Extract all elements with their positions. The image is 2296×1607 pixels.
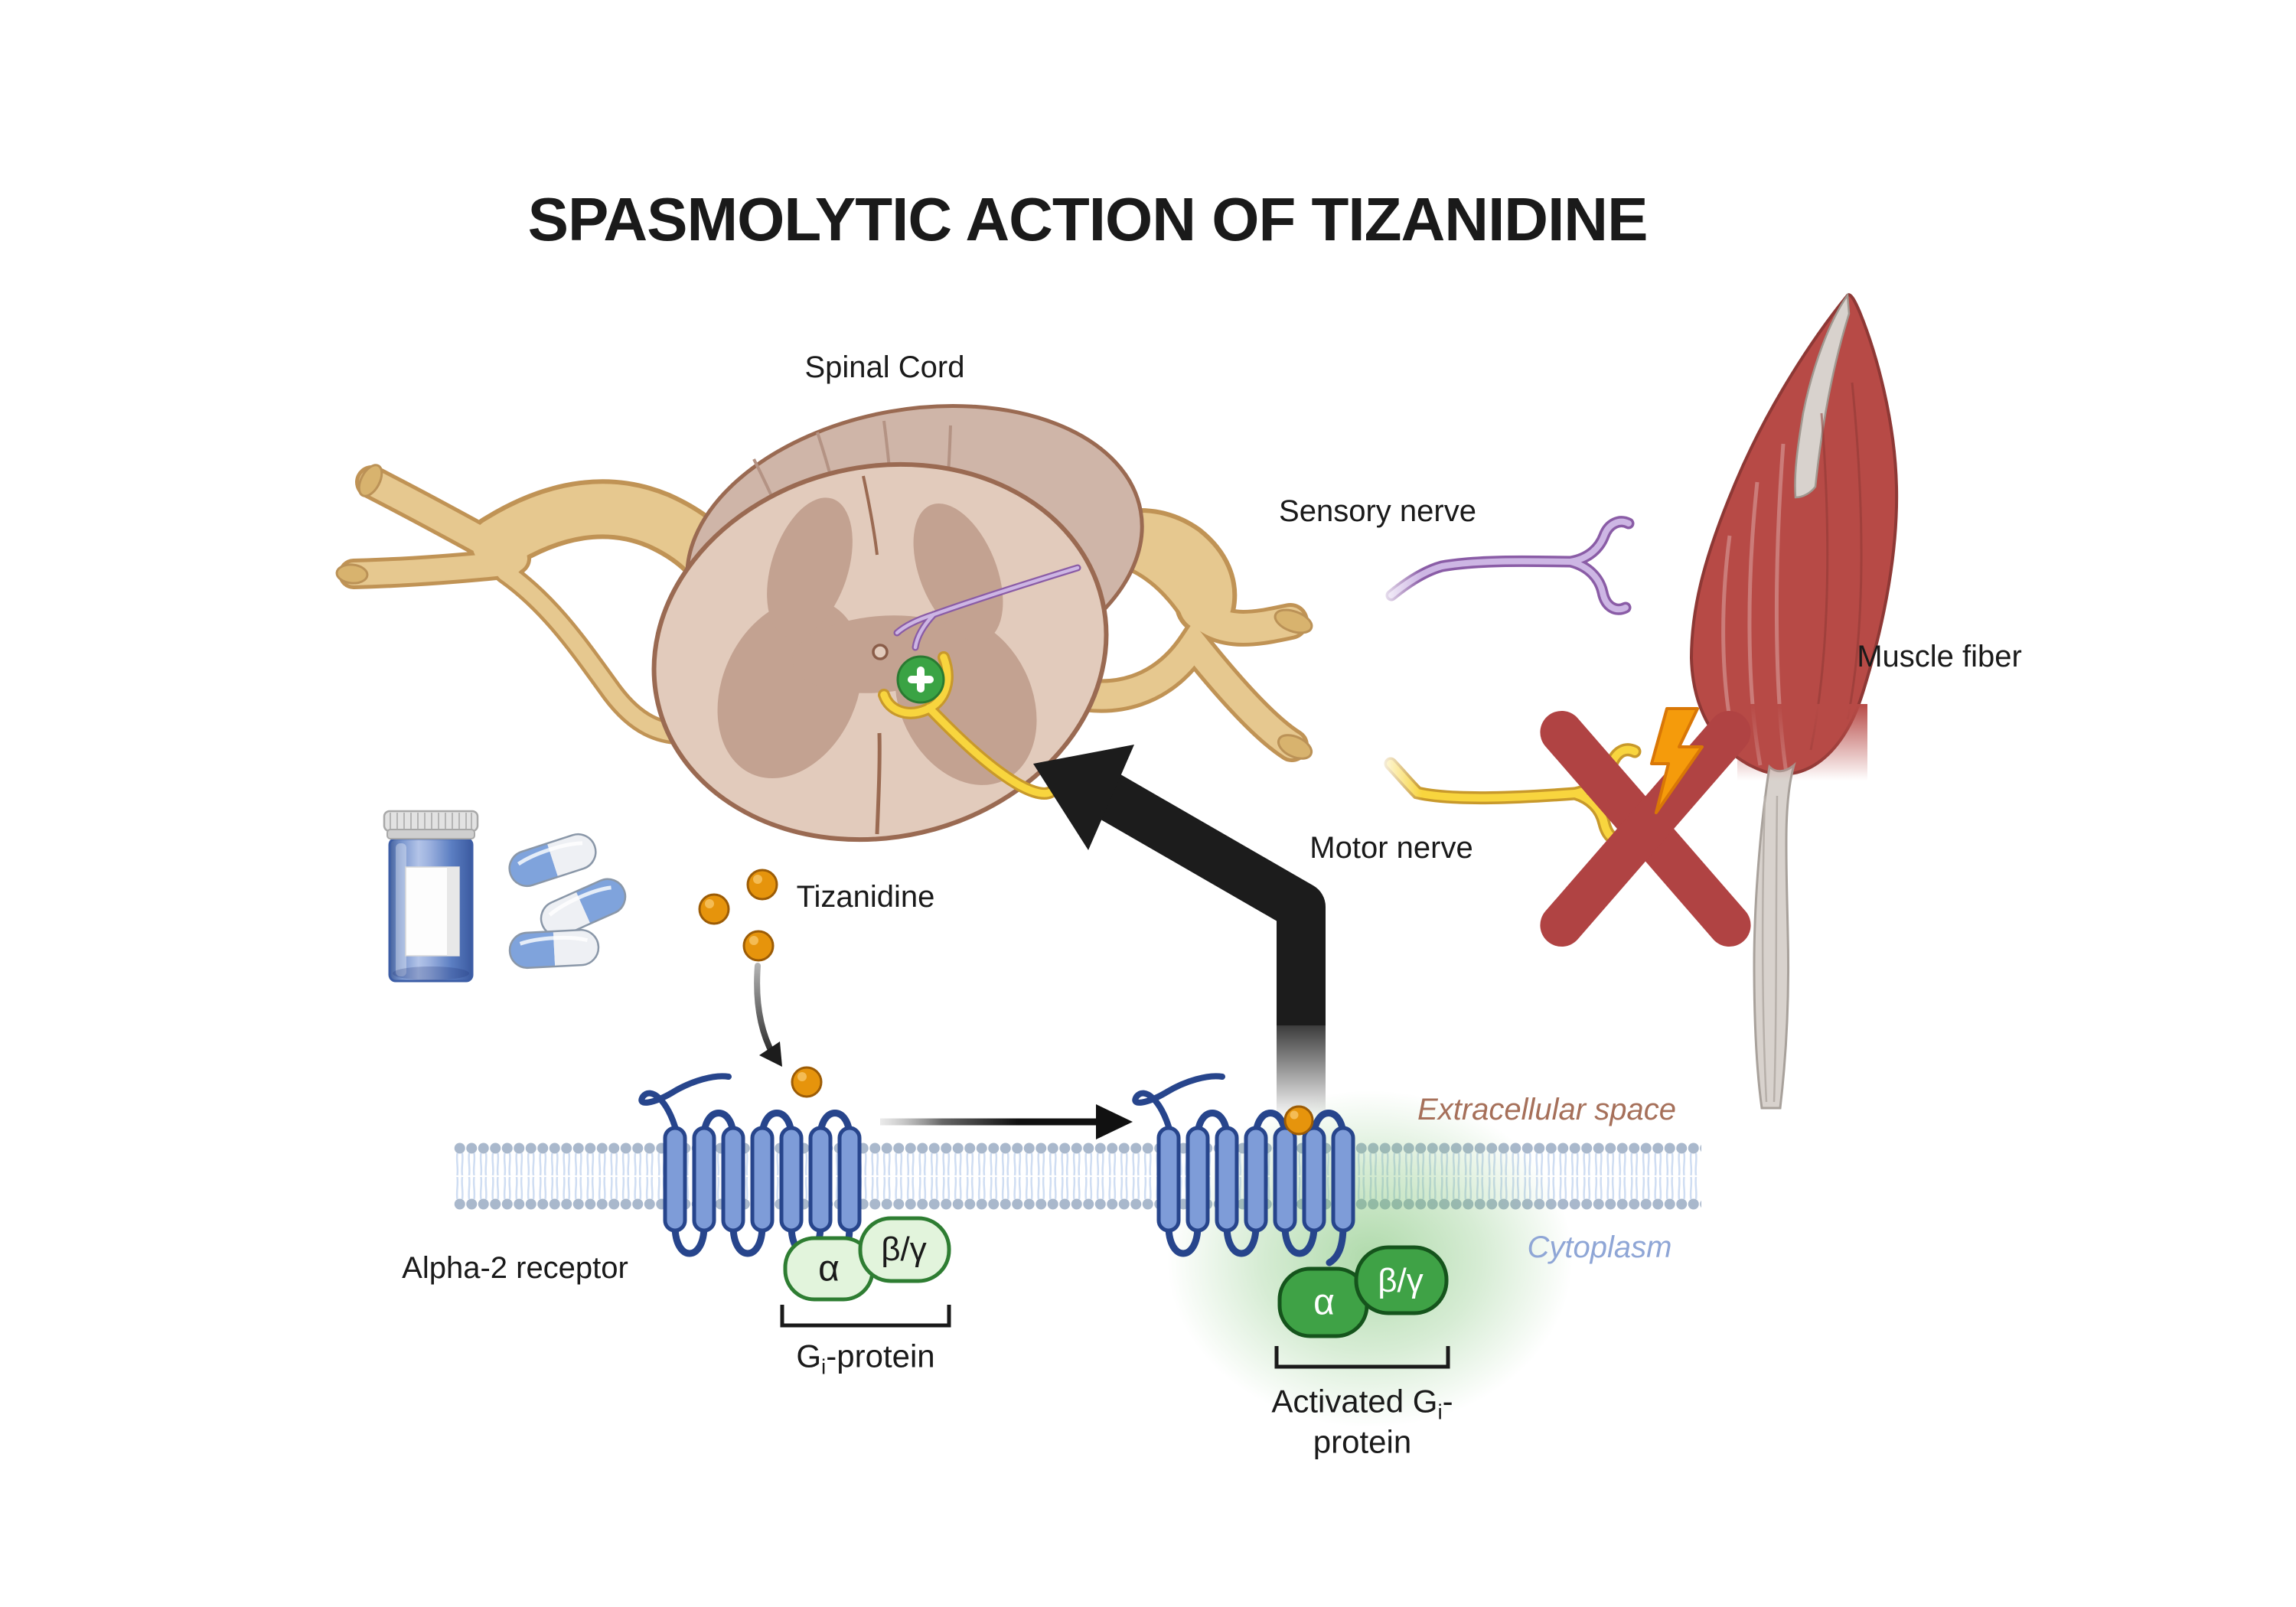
nerve-root-cut-ends <box>335 464 1313 760</box>
activated-line1: Activated Gi- <box>1271 1383 1453 1424</box>
alpha-subunit-label: α <box>818 1248 840 1289</box>
muscle-tendon-top <box>1794 292 1851 499</box>
sensory-nerve-ending <box>1376 516 1635 621</box>
bracket-active <box>1274 1346 1450 1369</box>
gi-g: G <box>796 1338 822 1374</box>
transition-arrow <box>880 1104 1133 1139</box>
block-x-mark <box>1540 710 1751 947</box>
binding-arrow <box>754 963 782 1067</box>
activated-line2: protein <box>1313 1423 1412 1460</box>
spinal-cord-illustration <box>335 404 1313 843</box>
muscle-tendon-bottom <box>1753 761 1796 1110</box>
capsule <box>508 833 597 888</box>
muscle-belly <box>1689 293 1899 776</box>
gi-protein-label: Gi-protein <box>796 1338 935 1380</box>
cytoplasm-label: Cytoplasm <box>1527 1231 1672 1264</box>
gi-protein-inactive <box>783 1216 951 1302</box>
beta-gamma-subunit-active <box>1354 1245 1449 1315</box>
sensory-nerve-label: Sensory nerve <box>1279 494 1476 528</box>
alpha2-receptor-label: Alpha-2 receptor <box>402 1251 628 1285</box>
alpha-subunit-active-label: α <box>1313 1282 1335 1323</box>
gi-sub: i <box>821 1354 827 1379</box>
central-canal <box>872 644 889 660</box>
gi-protein-active <box>1277 1245 1449 1338</box>
muscle-fiber-label: Muscle fiber <box>1857 640 2022 673</box>
tizanidine-molecules <box>698 869 1314 1136</box>
sensory-fiber-in-cord <box>893 564 1081 651</box>
page-title: SPASMOLYTIC ACTION OF TIZANIDINE <box>527 185 1649 253</box>
motor-nerve-label: Motor nerve <box>1309 831 1473 865</box>
pill-bottle <box>383 810 479 983</box>
plus-icon <box>908 667 934 693</box>
muscle-fiber-illustration <box>1689 292 1899 1110</box>
extracellular-space-label: Extracellular space <box>1417 1093 1676 1126</box>
capsules <box>508 833 627 970</box>
capsule <box>508 928 600 970</box>
tizanidine-ligand-free <box>791 1066 823 1098</box>
activated-gi-protein-label: Activated Gi- protein <box>1271 1384 1453 1460</box>
bracket-inactive <box>780 1305 951 1328</box>
beta-gamma-subunit-label: β/γ <box>881 1230 927 1268</box>
beta-gamma-subunit <box>858 1216 951 1283</box>
spinal-cord-label: Spinal Cord <box>804 350 965 384</box>
motor-fiber-in-cord <box>878 651 1057 800</box>
tizanidine-label: Tizanidine <box>796 880 935 914</box>
signal-arrow-to-cord <box>1033 745 1326 1119</box>
alpha2-receptor-inactive <box>641 1076 859 1263</box>
gi-rest: -protein <box>826 1338 935 1374</box>
capsule <box>540 878 627 937</box>
lightning-bolt-icon <box>1650 707 1704 814</box>
synapse-stimulation-icon <box>896 655 945 704</box>
beta-gamma-subunit-active-label: β/γ <box>1378 1261 1424 1299</box>
